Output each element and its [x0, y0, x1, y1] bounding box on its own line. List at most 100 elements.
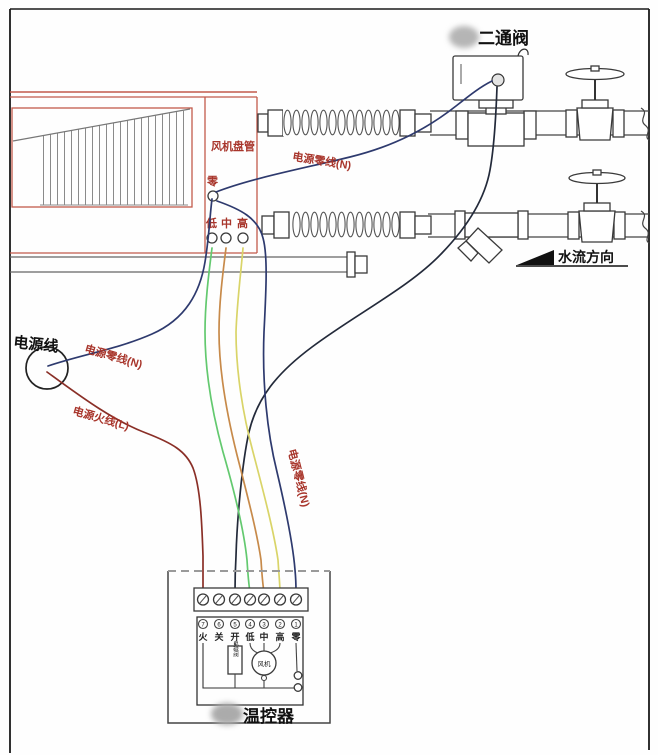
coil-low-terminal — [206, 232, 218, 244]
neutral-node — [293, 671, 303, 680]
num-circle — [258, 618, 270, 630]
neutral-terminal-label: 零 — [206, 175, 219, 188]
hose2-nut-right — [399, 211, 416, 239]
gv2-body — [578, 210, 616, 243]
wire-neutral-source-to-coil — [47, 198, 213, 367]
pipe-break-bottom — [640, 210, 650, 244]
drain-cap — [354, 255, 368, 274]
gv2-hub — [592, 169, 602, 176]
wire-speed-mid — [218, 247, 265, 593]
gv2-bonnet — [583, 202, 611, 212]
strainer-flange-right — [517, 210, 529, 240]
strainer-cap — [457, 240, 479, 262]
neutral-wire-label-down: 电源零线(N) — [285, 447, 313, 508]
terminal-num-3: 3 — [262, 623, 266, 629]
condensate-pipe — [10, 251, 368, 278]
flex-hose-bottom — [292, 211, 400, 238]
num-circle — [197, 618, 209, 630]
terminal-label-high: 高 — [275, 631, 284, 642]
terminal-label-open: 开 — [230, 632, 239, 642]
thermostat-label: 温控器 — [243, 706, 295, 726]
thermostat-outer-box — [167, 571, 331, 724]
union-fitting-bottom — [414, 215, 432, 235]
hose-nut-left — [267, 109, 284, 137]
valve-flange-right — [523, 110, 537, 140]
num-circle — [213, 618, 225, 630]
num-circle — [229, 618, 241, 630]
gv1-flange-right — [612, 109, 625, 138]
num-circle — [244, 618, 256, 630]
terminal-label-close: 关 — [214, 631, 223, 642]
gv1-bonnet — [581, 99, 609, 109]
fan-bottom-node — [260, 674, 268, 682]
power-source: 电源线 — [13, 333, 69, 390]
thermostat: 7 6 5 4 3 2 1 火 关 开 低 中 高 零 电磁阀 — [167, 570, 331, 726]
neutral-lead — [295, 642, 298, 672]
coil-fins — [40, 110, 188, 205]
wire-neutral-coil-to-valve — [215, 80, 493, 193]
two-way-valve-label: 二通阀 — [478, 28, 529, 48]
wire-live-source-to-thermostat — [46, 371, 204, 593]
valve-actuator — [452, 55, 524, 101]
live-rail — [202, 643, 294, 689]
gv1-hub — [590, 65, 600, 72]
hose-nut-right — [399, 109, 416, 137]
screw-slots — [199, 595, 300, 604]
speed-mid-label: 中 — [221, 216, 232, 230]
terminal-numbers: 7 6 5 4 3 2 1 — [197, 618, 302, 630]
speed-high-label: 高 — [237, 216, 248, 230]
two-way-valve: 二通阀 — [449, 26, 537, 147]
water-flow-label: 水流方向 — [558, 249, 614, 265]
gv2-flange-left — [567, 211, 580, 240]
terminal-labels: 火 关 开 低 中 高 零 — [198, 631, 301, 642]
coil-inlet-stub — [261, 215, 275, 235]
terminal-num-2: 2 — [278, 623, 282, 629]
neutral-wire-label-left: 电源零线(N) — [83, 341, 144, 371]
bottom-gate-valve — [567, 169, 626, 243]
drawing-frame — [9, 8, 650, 753]
power-line-label: 电源线 — [13, 333, 60, 356]
coil-neutral-terminal — [207, 190, 219, 202]
top-pipe-run — [257, 107, 650, 141]
coil-fin-box — [11, 107, 193, 208]
fan-label: 风机 — [258, 659, 272, 668]
gv1-body — [576, 107, 614, 141]
flow-arrow — [517, 250, 554, 265]
strainer-leg — [465, 227, 503, 264]
live-wire-label: 电源火线(L) — [71, 403, 131, 433]
gv1-flange-left — [565, 109, 578, 138]
wire-neutral-coil-to-thermostat — [216, 200, 297, 593]
terminal-label-low: 低 — [244, 631, 254, 642]
terminal-num-7: 7 — [201, 623, 205, 629]
fan-lead-high — [269, 642, 281, 654]
flex-hose-top — [283, 109, 400, 136]
water-flow-indicator: 水流方向 — [516, 249, 628, 267]
actuator-wire-gland — [491, 73, 505, 87]
actuator-hook — [517, 48, 529, 57]
terminal-num-1: 1 — [294, 623, 298, 629]
coil-outlet-stub — [257, 113, 269, 133]
terminal-label-mid: 中 — [259, 631, 268, 642]
thermostat-inner-box — [196, 616, 304, 706]
pipe-break-top — [640, 107, 650, 141]
censored-brand-patch-top — [449, 26, 479, 48]
union-fitting-top — [414, 113, 432, 133]
fan-coil-label: 风机盘管 — [211, 139, 255, 153]
wire-speed-high — [235, 247, 281, 593]
terminal-num-5: 5 — [233, 623, 237, 629]
hose2-nut-left — [273, 211, 290, 239]
terminal-label-neutral: 零 — [290, 632, 301, 642]
valve-flange-left — [455, 110, 469, 140]
censored-brand-patch-bottom — [211, 703, 243, 725]
coil-mid-terminal — [220, 232, 232, 244]
fan-coil-unit: 风机盘管 零 低 中 高 — [10, 91, 258, 254]
terminal-num-4: 4 — [248, 623, 252, 629]
num-circle — [274, 618, 286, 630]
top-gate-valve — [565, 65, 625, 141]
strainer-body — [464, 212, 519, 238]
rail-node — [293, 683, 303, 692]
coil-high-terminal — [237, 232, 249, 244]
wire-valve-control-to-thermostat — [234, 86, 498, 593]
wiring — [46, 80, 498, 593]
